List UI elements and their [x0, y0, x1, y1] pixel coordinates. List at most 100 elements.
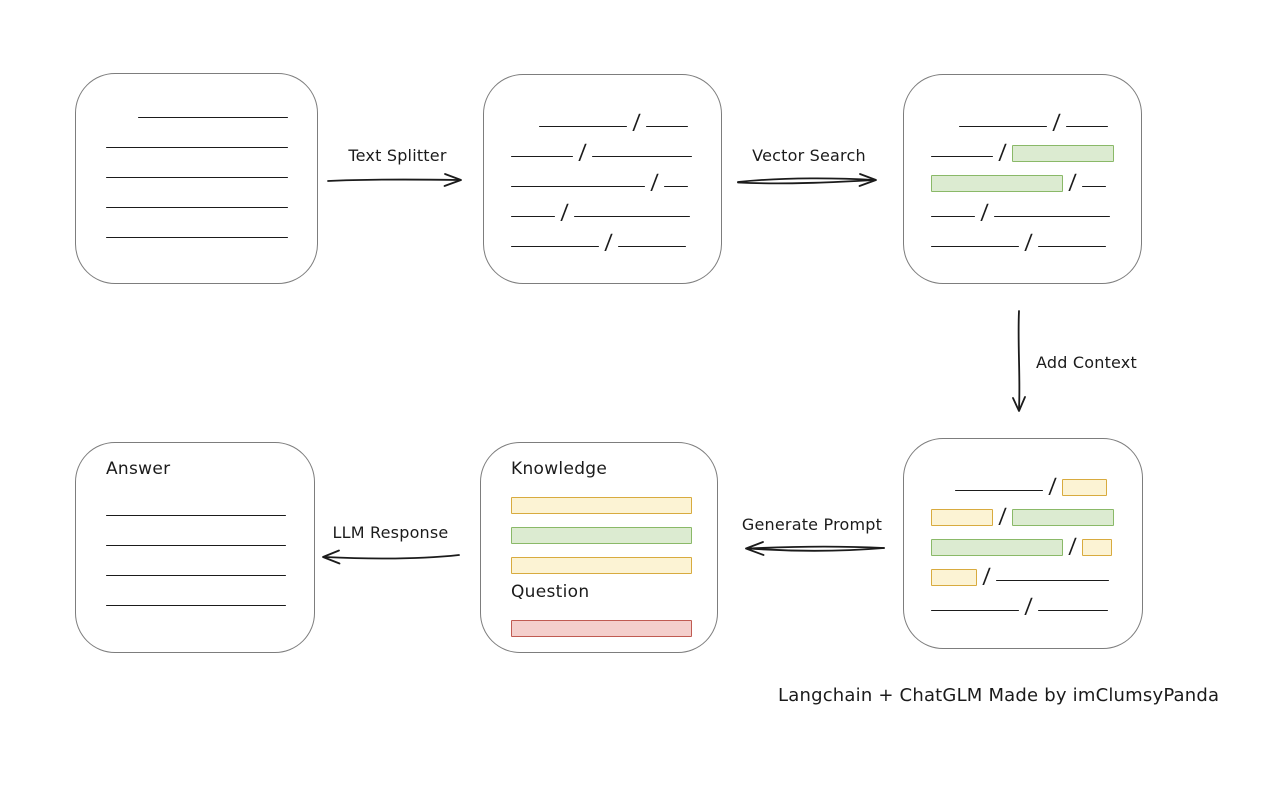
text-line — [106, 237, 288, 238]
add-context-arrow-icon — [1012, 310, 1026, 412]
document-lines — [106, 94, 289, 244]
slash-separator: / — [578, 140, 587, 164]
text-line — [511, 186, 645, 187]
text-line — [106, 207, 288, 208]
text-line — [618, 246, 687, 247]
text-line — [106, 575, 286, 576]
text-row: / — [511, 223, 695, 254]
knowledge-bars — [511, 485, 692, 575]
slash-separator: / — [982, 564, 991, 588]
text-row: / — [511, 163, 695, 194]
answer-box: Answer — [75, 442, 315, 653]
text-line — [1082, 186, 1107, 187]
green-chunk-highlight — [1012, 145, 1115, 162]
green-chunk-highlight — [1012, 509, 1115, 526]
text-row — [106, 552, 286, 582]
text-line — [1066, 126, 1109, 127]
text-line — [106, 147, 288, 148]
generate-prompt-label: Generate Prompt — [741, 515, 883, 534]
text-line — [106, 515, 286, 516]
text-row: / — [931, 103, 1115, 134]
text-splitter-label: Text Splitter — [348, 146, 447, 165]
text-line — [646, 126, 689, 127]
text-line — [955, 490, 1043, 491]
question-label: Question — [511, 582, 590, 602]
text-row: / — [931, 557, 1116, 588]
text-row — [511, 515, 692, 545]
prompt-box: Knowledge Question — [480, 442, 718, 653]
text-row — [511, 545, 692, 575]
text-line — [996, 580, 1110, 581]
split-text-box: / / / / / — [483, 74, 722, 284]
text-row: / — [931, 193, 1115, 224]
slash-separator: / — [980, 200, 989, 224]
split-chunk-lines: / / / / / — [511, 103, 695, 254]
vector-search-arrow-icon — [737, 173, 877, 187]
slash-separator: / — [1024, 594, 1033, 618]
slash-separator: / — [650, 170, 659, 194]
text-row: / — [511, 193, 695, 224]
text-line — [994, 216, 1111, 217]
generate-prompt-arrow-icon — [745, 541, 885, 556]
text-row: / — [511, 103, 695, 134]
source-document-box — [75, 73, 318, 284]
text-line — [106, 605, 286, 606]
text-row: / — [511, 133, 695, 164]
red-chunk-highlight — [511, 620, 692, 637]
yellow-chunk-highlight — [931, 569, 977, 586]
text-row — [106, 154, 289, 184]
text-row — [106, 184, 289, 214]
slash-separator: / — [1068, 534, 1077, 558]
green-chunk-highlight — [931, 175, 1063, 192]
knowledge-label: Knowledge — [511, 459, 608, 479]
slash-separator: / — [604, 230, 613, 254]
credit-caption: Langchain + ChatGLM Made by imClumsyPand… — [778, 685, 1220, 706]
text-row: / — [931, 223, 1115, 254]
vector-search-label: Vector Search — [752, 146, 866, 165]
text-line — [574, 216, 691, 217]
text-row: / — [931, 133, 1115, 164]
text-line — [1038, 246, 1107, 247]
answer-lines — [106, 492, 286, 612]
text-line — [511, 246, 599, 247]
slash-separator: / — [1068, 170, 1077, 194]
text-line — [106, 177, 288, 178]
text-line — [931, 246, 1019, 247]
slash-separator: / — [998, 140, 1007, 164]
text-row — [106, 582, 286, 612]
text-line — [138, 117, 288, 118]
yellow-chunk-highlight — [931, 509, 993, 526]
text-row — [511, 485, 692, 515]
text-row: / — [931, 163, 1115, 194]
text-row: / — [931, 497, 1116, 528]
text-row — [511, 608, 692, 638]
text-row: / — [931, 527, 1116, 558]
answer-label: Answer — [106, 459, 171, 479]
text-row: / — [931, 587, 1116, 618]
text-row — [106, 124, 289, 154]
llm-response-arrow-icon — [322, 549, 460, 565]
context-assembly-box: ///// — [903, 438, 1143, 649]
text-line — [106, 545, 286, 546]
text-line — [511, 216, 555, 217]
text-row — [106, 94, 289, 124]
slash-separator: / — [632, 110, 641, 134]
text-line — [664, 186, 689, 187]
text-splitter-arrow-icon — [327, 173, 462, 187]
question-bar — [511, 608, 692, 638]
yellow-chunk-highlight — [511, 497, 692, 514]
add-context-label: Add Context — [1036, 353, 1137, 372]
yellow-chunk-highlight — [511, 557, 692, 574]
matched-chunk-lines: / / / / / — [931, 103, 1115, 254]
green-chunk-highlight — [511, 527, 692, 544]
context-chunk-lines: ///// — [931, 467, 1116, 618]
yellow-chunk-highlight — [1082, 539, 1113, 556]
slash-separator: / — [560, 200, 569, 224]
vector-search-result-box: / / / / / — [903, 74, 1142, 284]
slash-separator: / — [1024, 230, 1033, 254]
text-line — [1038, 610, 1109, 611]
text-line — [931, 156, 993, 157]
slash-separator: / — [1048, 474, 1057, 498]
text-row — [106, 522, 286, 552]
text-row: / — [931, 467, 1116, 498]
